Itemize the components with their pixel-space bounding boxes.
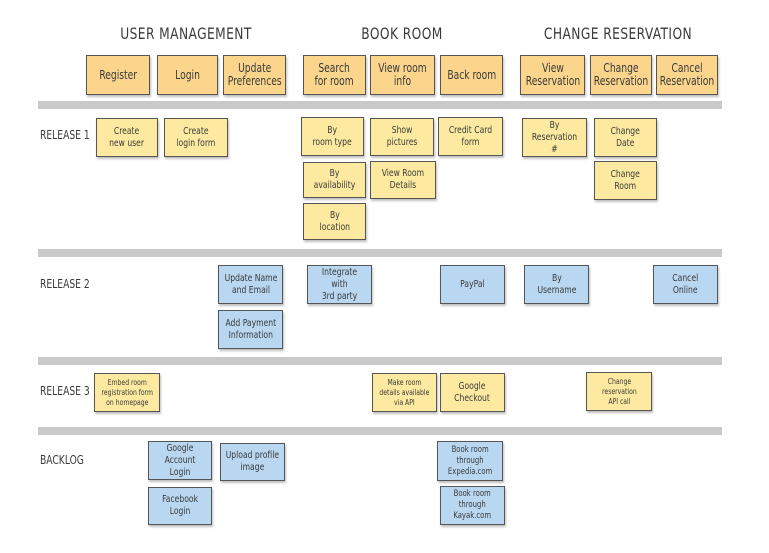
story-card: By availability (303, 162, 366, 198)
row-label-backlog: BACKLOG (40, 453, 84, 467)
row-label-release-1: RELEASE 1 (40, 128, 90, 142)
story-card: Change Room (594, 161, 657, 200)
story-card: Make room details available via API (372, 373, 437, 412)
story-card: PayPal (440, 265, 505, 304)
row-label-release-3: RELEASE 3 (40, 384, 90, 398)
lane-divider (38, 249, 722, 257)
header-book-room: BOOK ROOM (361, 24, 443, 43)
story-card: Credit Card form (438, 117, 503, 156)
activity-card: View room info (370, 55, 435, 95)
story-card: Book room through Expedia.com (437, 441, 503, 481)
activity-card: Change Reservation (590, 55, 652, 95)
story-card: Change Date (594, 118, 657, 157)
story-card: Google Account Login (148, 441, 212, 480)
story-card: By Username (524, 265, 589, 304)
activity-card: Cancel Reservation (656, 55, 718, 95)
activity-card: Update Preferences (223, 55, 286, 95)
lane-divider (38, 357, 722, 365)
activity-card: Search for room (303, 55, 366, 95)
story-card: Show pictures (370, 118, 434, 156)
story-card: Add Payment Information (218, 310, 283, 349)
row-label-release-2: RELEASE 2 (40, 277, 90, 291)
story-card: By room type (301, 117, 364, 156)
story-card: Embed room registration form on homepage (94, 373, 160, 412)
story-card: Create login form (164, 118, 228, 157)
lane-divider (38, 101, 722, 109)
activity-card: Back room (440, 55, 503, 95)
activity-card: Login (157, 55, 218, 95)
lane-divider (38, 427, 722, 435)
story-card: View Room Details (370, 161, 436, 199)
activity-card: View Reservation (520, 55, 585, 95)
story-card: Book room through Kayak.com (440, 486, 505, 525)
story-card: Change reservation API call (586, 372, 652, 411)
story-card: Google Checkout (440, 373, 505, 412)
story-card: Upload profile image (220, 443, 285, 481)
story-card: Update Name and Email (218, 265, 283, 304)
story-card: Facebook Login (148, 487, 212, 525)
activity-card: Register (86, 55, 150, 95)
header-change-reservation: CHANGE RESERVATION (543, 24, 693, 43)
story-card: Create new user (96, 118, 158, 157)
story-card: By Reservation # (522, 118, 587, 157)
story-card: By location (303, 203, 366, 240)
story-card: Cancel Online (653, 265, 718, 304)
story-card: Integrate with 3rd party (307, 265, 372, 304)
header-user-management: USER MANAGEMENT (120, 24, 252, 43)
